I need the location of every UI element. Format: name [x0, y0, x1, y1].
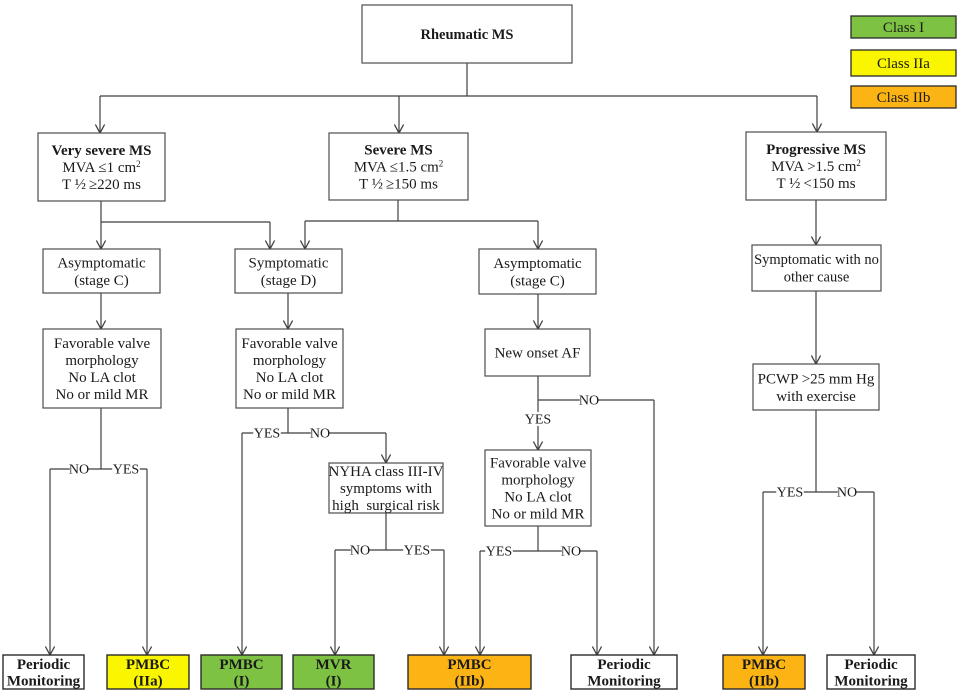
svg-text:New onset AF: New onset AF	[495, 346, 581, 362]
svg-text:(IIb): (IIb)	[749, 673, 779, 689]
svg-text:NYHA class III-IV: NYHA class III-IV	[329, 464, 444, 480]
svg-text:NO: NO	[837, 486, 857, 501]
svg-text:YES: YES	[113, 463, 139, 478]
svg-text:MVA ≤1.5 cm2: MVA ≤1.5 cm2	[354, 159, 444, 176]
svg-text:Severe MS: Severe MS	[364, 143, 432, 159]
svg-text:(IIa): (IIa)	[133, 673, 162, 689]
svg-text:T ½ ≥150 ms: T ½ ≥150 ms	[359, 177, 438, 193]
svg-text:(stage D): (stage D)	[261, 273, 316, 289]
svg-text:NO: NO	[310, 427, 330, 442]
svg-text:Periodic: Periodic	[17, 657, 71, 673]
svg-text:NO: NO	[350, 544, 370, 559]
svg-text:Asymptomatic: Asymptomatic	[57, 255, 146, 271]
svg-text:morphology: morphology	[501, 473, 575, 489]
svg-text:NO: NO	[69, 463, 89, 478]
svg-text:high surgical risk: high surgical risk	[332, 498, 440, 514]
svg-text:MVA ≤1 cm2: MVA ≤1 cm2	[62, 159, 140, 176]
svg-text:morphology: morphology	[253, 353, 327, 369]
svg-text:No LA clot: No LA clot	[68, 370, 136, 386]
svg-text:Favorable valve: Favorable valve	[241, 336, 338, 352]
svg-text:YES: YES	[486, 545, 512, 560]
svg-text:PMBC: PMBC	[126, 657, 170, 673]
svg-text:Rheumatic MS: Rheumatic MS	[420, 27, 513, 43]
svg-text:Monitoring: Monitoring	[834, 673, 908, 689]
svg-text:PMBC: PMBC	[219, 657, 263, 673]
svg-text:Progressive MS: Progressive MS	[766, 142, 866, 158]
svg-text:T ½ <150 ms: T ½ <150 ms	[776, 176, 855, 192]
svg-text:Monitoring: Monitoring	[7, 673, 81, 689]
svg-text:NO: NO	[561, 545, 581, 560]
svg-text:(stage C): (stage C)	[510, 273, 565, 289]
svg-text:(I): (I)	[234, 673, 250, 689]
svg-text:Favorable valve: Favorable valve	[490, 456, 587, 472]
svg-text:(IIb): (IIb)	[454, 673, 484, 689]
svg-text:Monitoring: Monitoring	[587, 673, 661, 689]
svg-text:Asymptomatic: Asymptomatic	[493, 256, 582, 272]
svg-text:MVR: MVR	[316, 657, 352, 673]
svg-text:Symptomatic: Symptomatic	[249, 255, 329, 271]
svg-text:T ½ ≥220 ms: T ½ ≥220 ms	[62, 177, 141, 193]
svg-text:(I): (I)	[326, 673, 342, 689]
svg-text:(stage C): (stage C)	[74, 273, 129, 289]
svg-text:YES: YES	[404, 544, 430, 559]
svg-text:Class IIa: Class IIa	[877, 56, 930, 72]
svg-text:No or mild MR: No or mild MR	[243, 387, 336, 403]
svg-text:Class I: Class I	[883, 20, 924, 36]
svg-text:symptoms with: symptoms with	[340, 481, 433, 497]
svg-text:No or mild MR: No or mild MR	[492, 507, 585, 523]
svg-text:other cause: other cause	[784, 270, 850, 286]
svg-text:Symptomatic with no: Symptomatic with no	[754, 252, 879, 268]
svg-text:No LA clot: No LA clot	[504, 490, 572, 506]
svg-text:Very severe MS: Very severe MS	[52, 143, 152, 159]
svg-text:YES: YES	[777, 486, 803, 501]
svg-text:PMBC: PMBC	[742, 657, 786, 673]
svg-text:morphology: morphology	[65, 353, 139, 369]
svg-text:YES: YES	[525, 413, 551, 428]
svg-text:NO: NO	[579, 394, 599, 409]
svg-text:No or mild MR: No or mild MR	[56, 387, 149, 403]
svg-text:YES: YES	[254, 427, 280, 442]
svg-text:PMBC: PMBC	[447, 657, 491, 673]
svg-text:Favorable valve: Favorable valve	[54, 336, 151, 352]
svg-text:Periodic: Periodic	[597, 657, 651, 673]
svg-text:Periodic: Periodic	[844, 657, 898, 673]
svg-text:MVA >1.5 cm2: MVA >1.5 cm2	[771, 158, 861, 175]
svg-text:Class IIb: Class IIb	[877, 90, 931, 106]
svg-text:No LA clot: No LA clot	[256, 370, 324, 386]
svg-text:with exercise: with exercise	[776, 389, 856, 405]
svg-text:PCWP >25 mm Hg: PCWP >25 mm Hg	[758, 371, 875, 387]
